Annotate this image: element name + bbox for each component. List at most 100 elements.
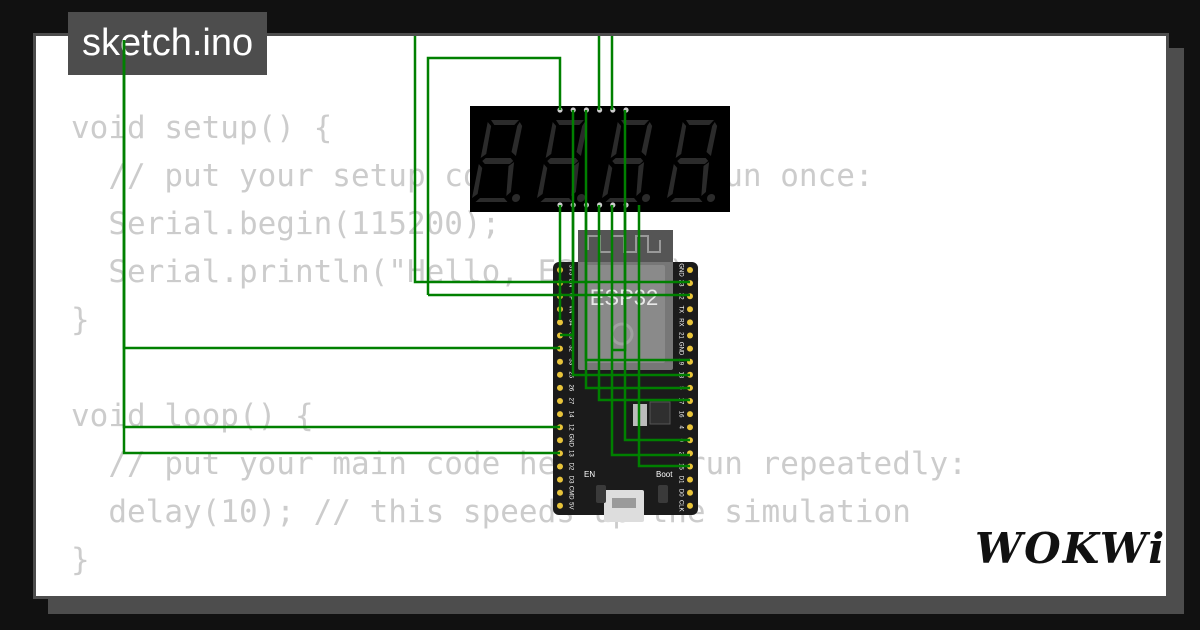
pin-label: 22: [677, 293, 683, 300]
boot-button-label: Boot: [656, 470, 673, 479]
pin-label: GND: [567, 434, 573, 448]
pin-label: 32: [567, 345, 573, 352]
header-pin[interactable]: [557, 463, 563, 470]
display-digit: [537, 120, 588, 202]
segment: [610, 122, 622, 158]
segment: [605, 198, 638, 202]
pin-label: 33: [567, 358, 573, 365]
pin-label: 25: [567, 371, 573, 378]
decimal-point: [576, 194, 586, 202]
segment: [670, 198, 703, 202]
code-line: Serial.begin(115200);: [71, 206, 501, 242]
pin-label: 2: [677, 452, 683, 456]
code-line: void setup() {: [71, 110, 333, 146]
pin-label: 19: [677, 358, 683, 365]
header-pin[interactable]: [687, 267, 693, 273]
header-pin[interactable]: [557, 437, 563, 444]
display-digit: [602, 120, 653, 202]
display-digit: [472, 120, 523, 202]
pin-label: CLK: [677, 500, 683, 512]
wire[interactable]: [122, 40, 560, 429]
segment: [621, 120, 649, 125]
header-pin[interactable]: [687, 306, 693, 313]
usb-port-opening: [612, 498, 636, 508]
wire[interactable]: [612, 205, 627, 352]
pin-label: 26: [567, 385, 573, 392]
wire[interactable]: [597, 205, 690, 402]
header-pin[interactable]: [557, 384, 563, 391]
segment: [537, 164, 548, 198]
wire[interactable]: [584, 205, 690, 390]
segment: [475, 198, 508, 202]
pin-label: VN: [567, 305, 573, 313]
header-pin[interactable]: [557, 489, 563, 496]
smd-chip: [649, 401, 671, 425]
pin-label: CMD: [567, 486, 573, 500]
wire[interactable]: [426, 56, 562, 295]
decimal-point: [706, 194, 716, 202]
code-line: delay(10); // this speeds up the simulat…: [71, 494, 911, 530]
pin-label: 34: [567, 319, 573, 326]
code-line: }: [71, 542, 90, 578]
pin-label: 17: [677, 398, 683, 405]
pin-label: 16: [677, 411, 683, 418]
pin-label: D3: [567, 476, 573, 484]
segment: [602, 164, 613, 198]
pin-label: 4: [677, 426, 683, 430]
header-pin[interactable]: [687, 502, 693, 509]
pin-label: 5V: [567, 502, 573, 509]
header-pin[interactable]: [687, 424, 693, 431]
segment: [556, 120, 584, 125]
file-tab[interactable]: sketch.ino: [68, 12, 268, 75]
display-digits: [472, 120, 718, 202]
segment: [491, 120, 519, 125]
seven-segment-display[interactable]: [470, 106, 730, 212]
pin-label: 12: [567, 424, 573, 431]
pin-label: TX: [677, 305, 683, 313]
header-pin[interactable]: [557, 502, 563, 509]
pin-label: GND: [677, 263, 683, 277]
en-button-label: EN: [584, 470, 595, 479]
segment: [511, 122, 523, 156]
pin-label: 21: [677, 332, 683, 339]
segment: [675, 122, 687, 158]
boot-button[interactable]: [658, 485, 668, 503]
header-pin[interactable]: [687, 476, 693, 483]
segment: [576, 122, 588, 156]
segment: [480, 122, 492, 158]
header-pin[interactable]: [557, 476, 563, 483]
segment: [612, 158, 644, 164]
header-pin[interactable]: [687, 411, 693, 418]
segment: [540, 198, 573, 202]
segment: [667, 164, 678, 198]
wire[interactable]: [122, 40, 560, 455]
segment: [677, 158, 709, 164]
code-line: }: [71, 302, 90, 338]
wire[interactable]: [610, 205, 690, 457]
decimal-point: [511, 194, 521, 202]
header-pin[interactable]: [557, 358, 563, 365]
header-pin[interactable]: [687, 319, 693, 326]
pin-label: 23: [677, 280, 683, 287]
pin-label: 27: [567, 398, 573, 405]
header-pin[interactable]: [687, 489, 693, 496]
pin-label: D1: [677, 476, 683, 484]
en-button[interactable]: [596, 485, 606, 503]
header-pin[interactable]: [557, 371, 563, 378]
header-pin[interactable]: [557, 319, 563, 326]
pin-label: 13: [567, 450, 573, 457]
segment: [472, 164, 483, 198]
segment: [482, 158, 514, 164]
wire[interactable]: [571, 205, 690, 377]
pin-label: 3V3: [567, 265, 573, 276]
pin-label: 14: [567, 411, 573, 418]
header-pin[interactable]: [557, 398, 563, 404]
header-pin[interactable]: [687, 345, 693, 352]
wire[interactable]: [637, 205, 690, 468]
pin-label: GND: [677, 342, 683, 356]
pin-label: RX: [677, 318, 683, 326]
header-pin[interactable]: [557, 411, 563, 418]
header-pin[interactable]: [687, 332, 693, 339]
pin-label: D2: [567, 463, 573, 471]
